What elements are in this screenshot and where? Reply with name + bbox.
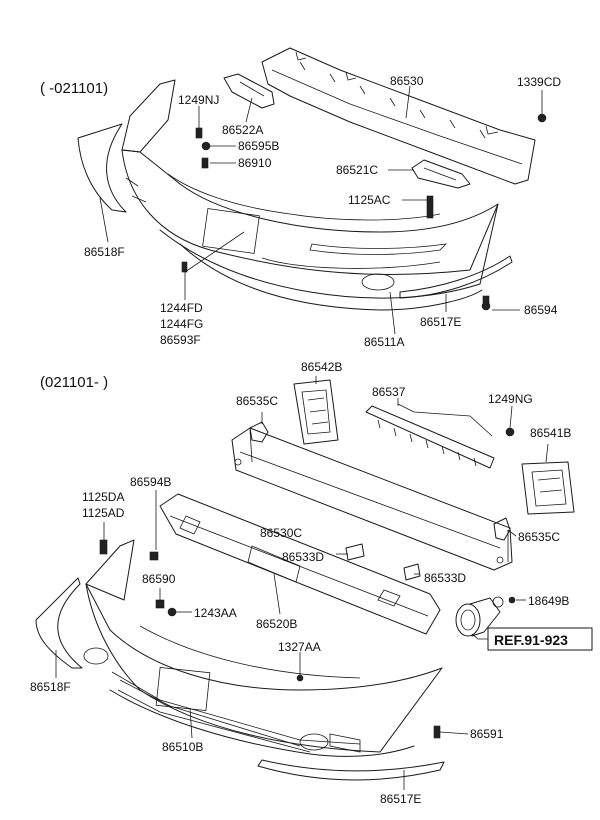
- label-86520B: 86520B: [256, 617, 297, 631]
- reinforcement-86537: [365, 403, 495, 469]
- label-1125AC: 1125AC: [348, 193, 391, 207]
- label-1249NJ: 1249NJ: [178, 93, 219, 107]
- label-86542B: 86542B: [301, 360, 342, 374]
- fastener-1125AC: [426, 195, 434, 219]
- label-86593F: 86593F: [160, 333, 201, 347]
- label-1125DA: 1125DA: [82, 490, 124, 504]
- lower-lip-86517E-lower: [257, 759, 445, 781]
- label-86530C: 86530C: [260, 526, 302, 540]
- label-86537: 86537: [372, 385, 406, 399]
- fastener-86595B: [201, 141, 211, 151]
- fastener-1249NG: [505, 427, 515, 437]
- section-title-upper: ( -021101): [40, 80, 108, 97]
- fastener-86594B: [149, 551, 159, 561]
- label-86541B: 86541B: [530, 426, 571, 440]
- label-1244FG: 1244FG: [160, 317, 203, 331]
- label-86533D-left: 86533D: [282, 550, 324, 564]
- bracket-86522A: [223, 73, 275, 109]
- label-86521C: 86521C: [336, 163, 378, 177]
- label-86533D-right: 86533D: [424, 571, 466, 585]
- label-86517E-upper: 86517E: [420, 315, 461, 329]
- bracket-86521C: [411, 159, 471, 189]
- bracket-86533D-left: [345, 543, 365, 561]
- label-86594: 86594: [524, 303, 558, 317]
- label-1243AA: 1243AA: [194, 606, 237, 620]
- fastener-1249NJ: [195, 127, 203, 139]
- lower-lip-86517E-upper: [399, 255, 513, 299]
- bumper-cover-86510B: [83, 539, 443, 757]
- label-1339CD: 1339CD: [517, 75, 561, 89]
- clip-86535C-left: [249, 421, 269, 443]
- fastener-86591: [433, 725, 441, 739]
- label-86590: 86590: [142, 572, 176, 586]
- label-86535C-left: 86535C: [236, 394, 278, 408]
- leader-lines-lower: [55, 376, 549, 790]
- label-86591: 86591: [470, 727, 504, 741]
- label-86530: 86530: [390, 74, 424, 88]
- reference-label: REF.91-923: [494, 632, 568, 648]
- label-86511A: 86511A: [364, 335, 404, 349]
- reinforcement-beam-86530C: [231, 427, 513, 571]
- fastener-1243AA: [167, 607, 177, 617]
- bracket-86533D-right: [403, 563, 421, 581]
- reference-box: REF.91-923: [471, 627, 593, 651]
- label-86518F-lower: 86518F: [30, 680, 71, 694]
- label-86595B: 86595B: [238, 139, 279, 153]
- bumper-cover-86511A: [121, 79, 499, 311]
- fog-lamp-18649B: [455, 596, 504, 637]
- label-1244FD: 1244FD: [160, 301, 203, 315]
- clip-86535C-right: [493, 517, 511, 541]
- bracket-86542B: [293, 379, 339, 445]
- absorber-86520B: [159, 493, 441, 635]
- label-86517E-lower: 86517E: [380, 792, 421, 806]
- side-trim-86518F-upper: [77, 123, 127, 213]
- leader-lines-upper: [99, 85, 543, 335]
- bracket-86541B: [521, 461, 575, 515]
- fastener-1244FD: [181, 261, 188, 273]
- label-86522A: 86522A: [222, 123, 263, 137]
- section-title-lower: (021101- ): [40, 374, 108, 391]
- fastener-86594: [481, 295, 491, 311]
- label-1327AA: 1327AA: [278, 640, 321, 654]
- label-86510B: 86510B: [162, 740, 203, 754]
- label-86594B: 86594B: [130, 475, 171, 489]
- absorber-beam-86530: [261, 47, 536, 185]
- label-86910: 86910: [238, 156, 272, 170]
- fastener-86910: [201, 157, 209, 169]
- label-1125AD: 1125AD: [82, 506, 125, 520]
- label-86535C-right: 86535C: [518, 530, 560, 544]
- label-86518F-upper: 86518F: [84, 245, 125, 259]
- fastener-18649B-screw: [508, 596, 516, 604]
- fastener-86590: [155, 599, 165, 609]
- fastener-1125DA: [99, 539, 108, 555]
- label-1249NG: 1249NG: [488, 392, 533, 406]
- fastener-1339CD: [537, 113, 547, 123]
- side-trim-86518F-lower: [35, 577, 83, 669]
- label-18649B: 18649B: [528, 594, 569, 608]
